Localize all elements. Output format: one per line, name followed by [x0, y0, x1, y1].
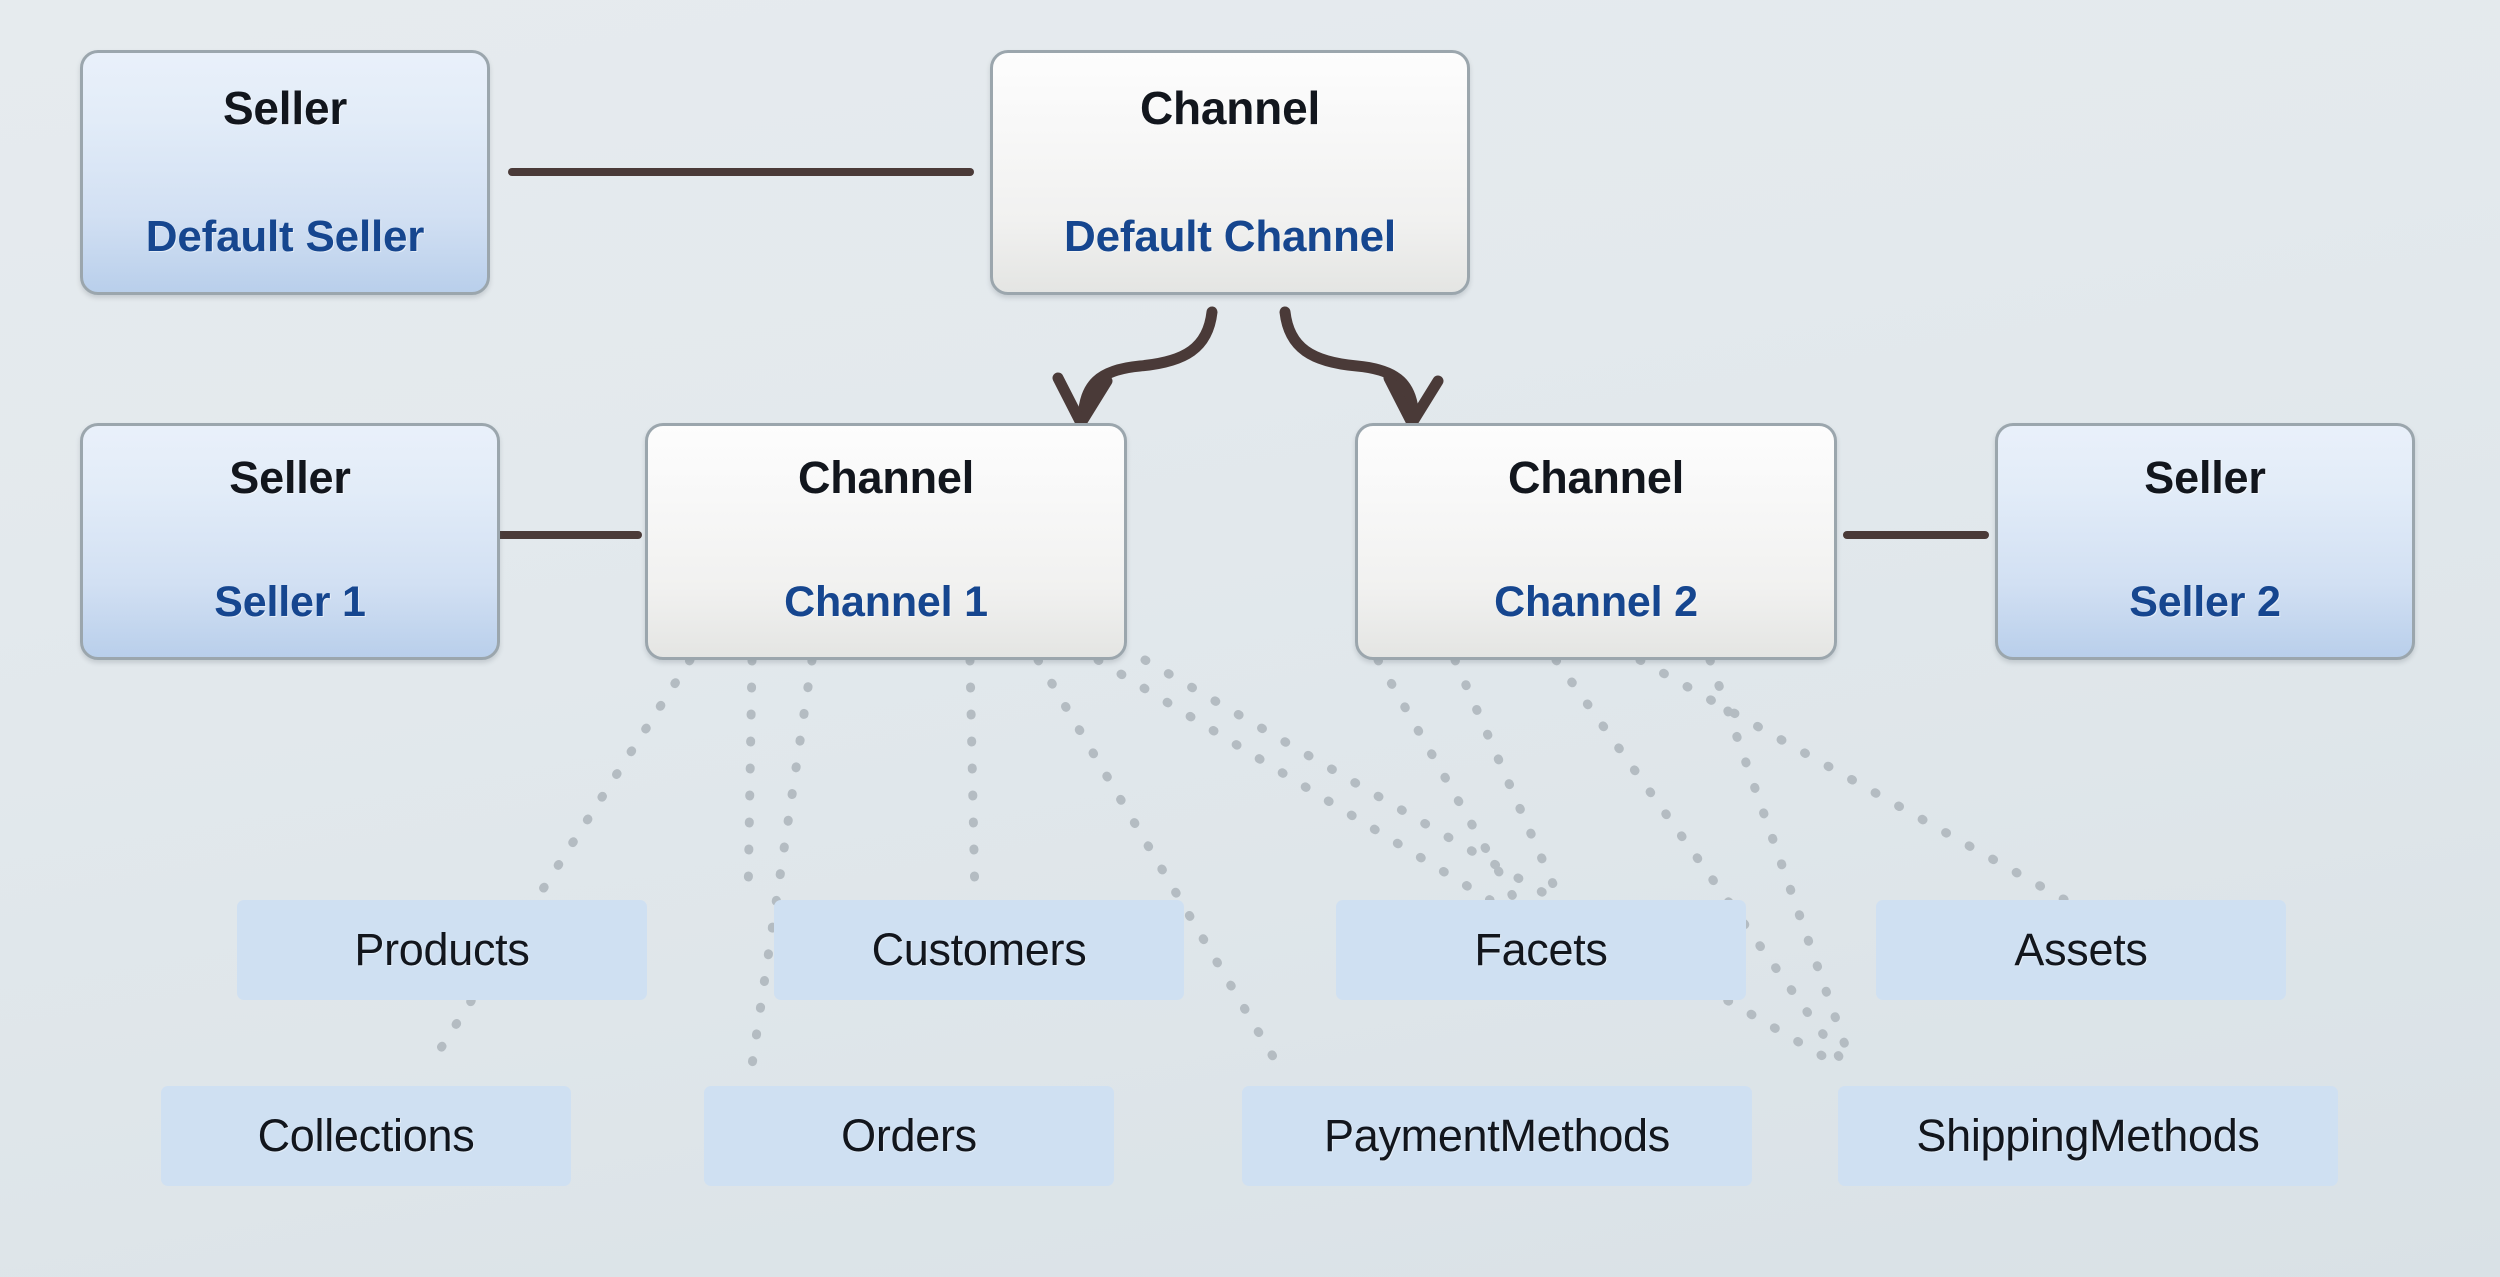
card-type-label: Channel	[1507, 452, 1685, 503]
card-name-label: Default Seller	[145, 212, 425, 261]
card-channel-1[interactable]: Channel Channel 1	[645, 423, 1127, 660]
card-type-label: Seller	[2144, 452, 2266, 503]
entity-chip-orders[interactable]: Orders	[704, 1086, 1114, 1186]
card-type-label: Seller	[229, 452, 351, 503]
card-seller-2[interactable]: Seller Seller 2	[1995, 423, 2415, 660]
entity-chip-customers[interactable]: Customers	[774, 900, 1184, 1000]
arrow-default-channel-to-channel2	[1279, 306, 1444, 429]
entity-chip-products[interactable]: Products	[237, 900, 647, 1000]
card-seller-1[interactable]: Seller Seller 1	[80, 423, 500, 660]
card-name-label: Channel 1	[784, 578, 988, 626]
card-name-label: Seller 2	[2129, 578, 2281, 626]
arrow-default-channel-to-channel1	[1052, 306, 1218, 429]
card-type-label: Channel	[1139, 82, 1321, 134]
card-name-label: Seller 1	[214, 578, 366, 626]
card-type-label: Channel	[797, 452, 975, 503]
entity-chip-shippingmethods[interactable]: ShippingMethods	[1838, 1086, 2338, 1186]
card-name-label: Default Channel	[1064, 212, 1396, 261]
card-name-label: Channel 2	[1494, 578, 1698, 626]
entity-chip-assets[interactable]: Assets	[1876, 900, 2286, 1000]
card-default-seller[interactable]: Seller Default Seller	[80, 50, 490, 295]
card-type-label: Seller	[222, 82, 348, 134]
entity-chip-facets[interactable]: Facets	[1336, 900, 1746, 1000]
entity-chip-collections[interactable]: Collections	[161, 1086, 571, 1186]
dotted-links-channel1	[425, 655, 1843, 1070]
dotted-links-channel2	[1373, 655, 2070, 1070]
card-default-channel[interactable]: Channel Default Channel	[990, 50, 1470, 295]
card-channel-2[interactable]: Channel Channel 2	[1355, 423, 1837, 660]
entity-chip-paymentmethods[interactable]: PaymentMethods	[1242, 1086, 1752, 1186]
